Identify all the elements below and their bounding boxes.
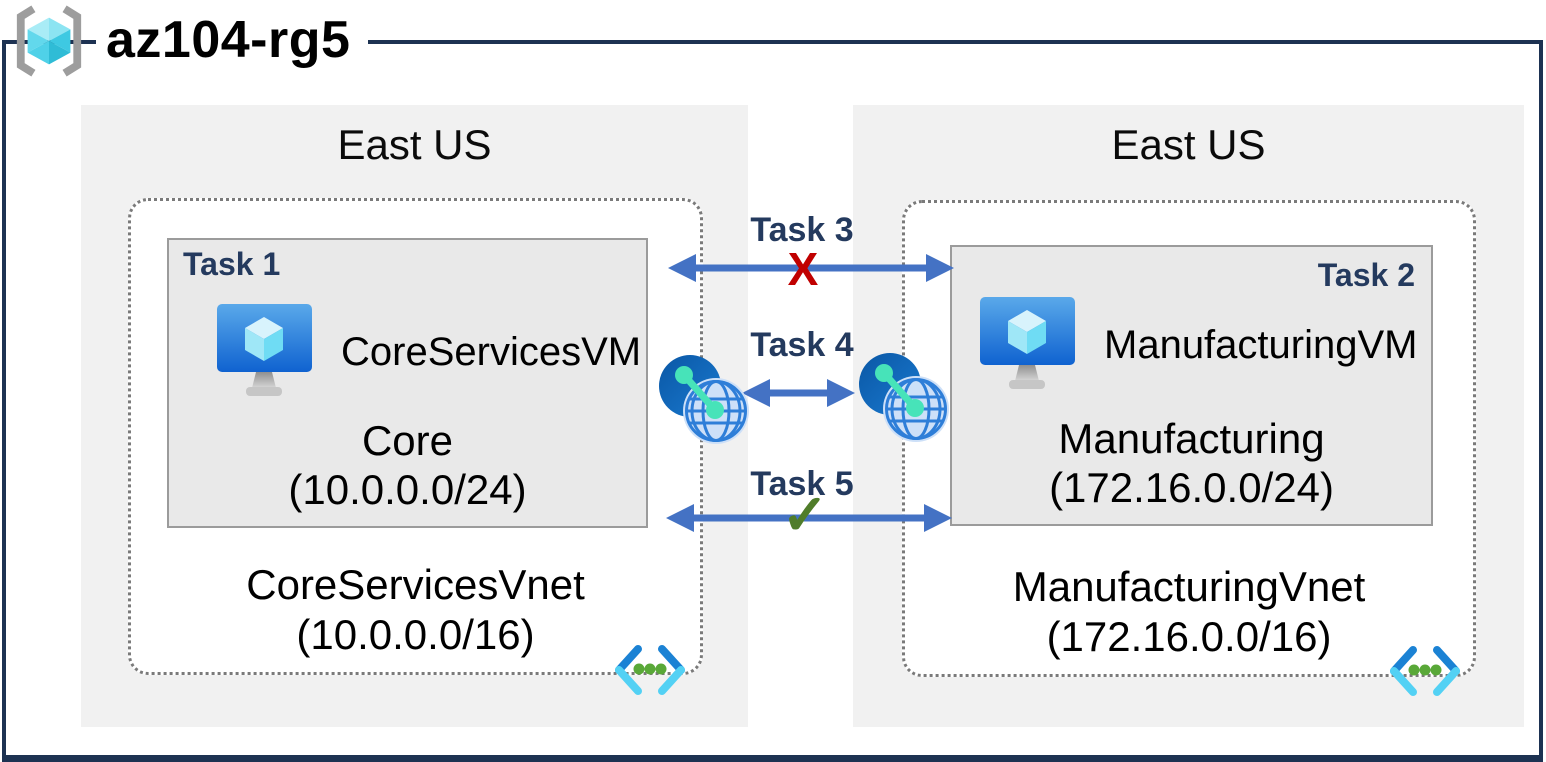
vm-row: CoreServicesVM	[213, 302, 641, 402]
vnet-name: CoreServicesVnet	[246, 561, 585, 608]
vm-name: CoreServicesVM	[341, 329, 642, 374]
task-1-label: Task 1	[183, 246, 281, 282]
vm-name: ManufacturingVM	[1104, 322, 1418, 367]
vnet-caption: ManufacturingVnet (172.16.0.0/16)	[905, 562, 1473, 662]
vnet-cidr: (10.0.0.0/16)	[296, 611, 535, 658]
virtual-machine-icon	[217, 304, 312, 396]
task-5-label: Task 5	[750, 465, 854, 503]
vnet-peering-icon	[859, 353, 949, 442]
task-2-label: Task 2	[1317, 257, 1415, 293]
region-name: East US	[1111, 121, 1266, 168]
monitor-stand	[252, 372, 276, 388]
blocked-x-marker: X	[787, 243, 819, 295]
task-3-label: Task 3	[750, 211, 854, 249]
vnet-caption: CoreServicesVnet (10.0.0.0/16)	[131, 560, 700, 660]
subnet-caption: Manufacturing (172.16.0.0/24)	[952, 414, 1431, 512]
allowed-check-marker: ✓	[781, 483, 829, 546]
subnet-box-core: Task 1 CoreServicesVM Core (10.0.0.0/24)	[167, 238, 648, 528]
subnet-cidr: (172.16.0.0/24)	[1049, 464, 1334, 511]
monitor-stand	[1015, 365, 1039, 381]
vnet-peering-icon	[659, 355, 749, 444]
vnet-cidr: (172.16.0.0/16)	[1046, 613, 1332, 660]
task-4-label: Task 4	[750, 326, 854, 364]
vm-row: ManufacturingVM	[976, 295, 1417, 395]
resource-group-title: az104-rg5	[96, 12, 369, 68]
subnet-cidr: (10.0.0.0/24)	[288, 466, 527, 513]
subnet-caption: Core (10.0.0.0/24)	[169, 416, 646, 514]
virtual-network-icon	[1390, 646, 1460, 696]
subnet-box-manufacturing: Task 2 ManufacturingVM Manufacturing (17…	[950, 245, 1433, 526]
virtual-network-icon	[615, 645, 685, 695]
resource-group-frame	[2, 40, 1543, 762]
virtual-machine-icon	[980, 297, 1075, 389]
region-name: East US	[337, 121, 492, 168]
subnet-name: Manufacturing	[1058, 415, 1325, 462]
vnet-name: ManufacturingVnet	[1012, 563, 1366, 610]
resource-group-icon	[16, 5, 82, 77]
subnet-name: Core	[361, 417, 454, 464]
